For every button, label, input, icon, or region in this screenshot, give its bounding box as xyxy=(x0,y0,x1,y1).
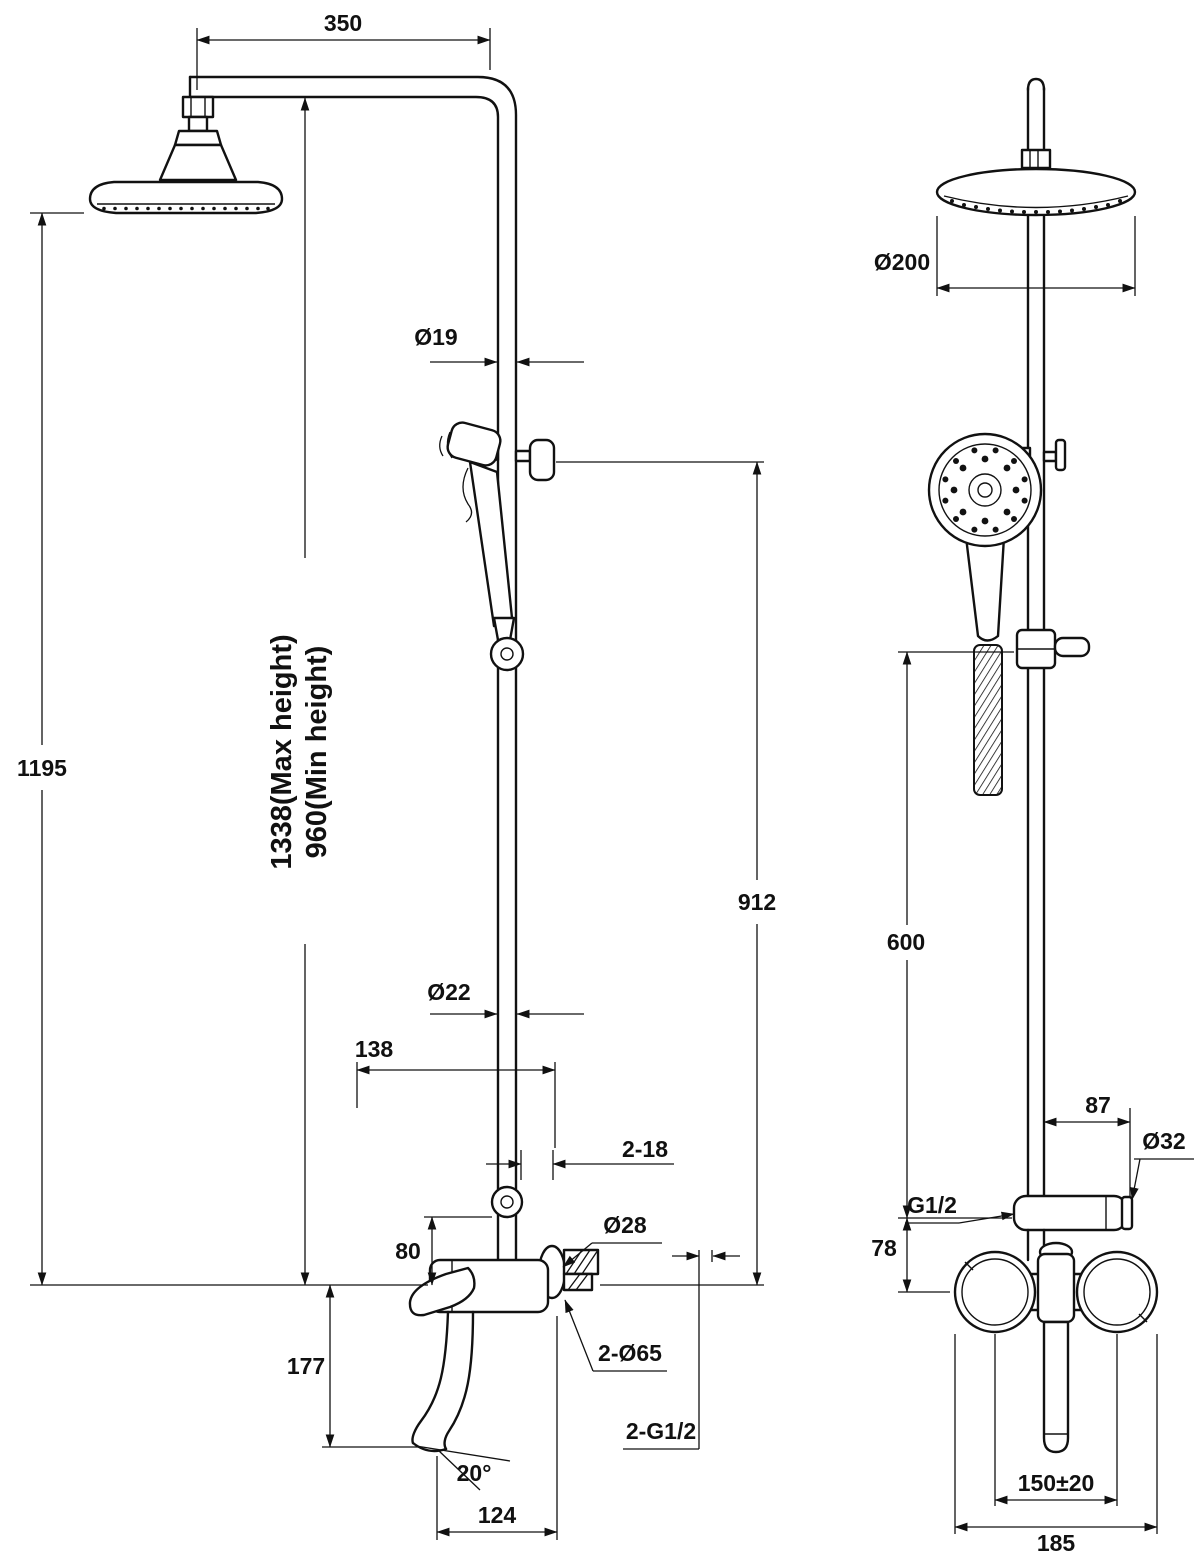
dim-177: 177 xyxy=(287,1284,418,1448)
dim-pipe-dia: Ø22 xyxy=(427,979,584,1019)
dim-max-min-height: 1338(Max height) 960(Min height) xyxy=(266,97,333,1286)
right-escutcheon xyxy=(1075,1250,1159,1334)
dim-min-height-label: 960(Min height) xyxy=(301,646,333,859)
dim-20deg-label: 20° xyxy=(457,1460,492,1486)
dim-138: 138 xyxy=(355,1036,556,1148)
spout-inner-edge xyxy=(443,1310,475,1451)
dim-350: 350 xyxy=(196,10,491,90)
hand-shower-handle xyxy=(964,535,1006,642)
diverter-elbow-side xyxy=(490,1185,524,1219)
left-escutcheon xyxy=(953,1250,1037,1334)
dim-max-height-label: 1338(Max height) xyxy=(266,634,298,869)
dim-g12-label: G1/2 xyxy=(907,1192,957,1218)
hand-shower-side xyxy=(439,421,556,672)
mixer-side xyxy=(408,1244,600,1453)
dim-d200-label: Ø200 xyxy=(874,249,930,275)
dim-912: 912 xyxy=(556,461,776,1286)
dim-d22-label: Ø22 xyxy=(427,979,470,1005)
dim-600: 600 xyxy=(887,651,1014,1219)
side-view: 350 Ø19 1195 1338(Max height) 960(Min he… xyxy=(17,10,776,1540)
spout-outer-edge xyxy=(411,1310,450,1445)
mixer-front xyxy=(953,1241,1159,1454)
head-connector-side xyxy=(158,95,238,182)
dim-600-label: 600 xyxy=(887,929,925,955)
dim-78: 78 xyxy=(871,1217,950,1293)
dim-78-label: 78 xyxy=(871,1235,897,1261)
dim-177-label: 177 xyxy=(287,1353,325,1379)
dim-head-dia: Ø200 xyxy=(874,216,1136,296)
dim-flange-dia: Ø28 xyxy=(562,1212,662,1268)
dim-185-label: 185 xyxy=(1037,1530,1076,1554)
dim-2-18-label: 2-18 xyxy=(622,1136,668,1162)
dim-d32-label: Ø32 xyxy=(1142,1128,1185,1154)
dim-d19-label: Ø19 xyxy=(414,324,457,350)
shower-hose-front xyxy=(973,644,1003,796)
dim-outlet-thread: G1/2 xyxy=(905,1192,1015,1224)
mixer-handle-side xyxy=(408,1266,476,1317)
dim-2-g12-label: 2-G1/2 xyxy=(626,1418,696,1444)
dim-912-label: 912 xyxy=(738,889,776,915)
hand-shower-front xyxy=(927,432,1043,642)
dim-350-label: 350 xyxy=(324,10,362,36)
dim-2-18: 2-18 xyxy=(486,1136,674,1180)
dim-spout-angle: 20° xyxy=(415,1445,511,1491)
dim-124: 124 xyxy=(436,1316,558,1540)
slider-bracket-front xyxy=(1015,628,1091,670)
dim-80-label: 80 xyxy=(395,1238,421,1264)
dim-1195: 1195 xyxy=(17,212,428,1286)
dim-body-width: 185 xyxy=(954,1334,1158,1554)
riser-pipe-side xyxy=(188,75,518,1264)
dim-2-d65-label: 2-Ø65 xyxy=(598,1340,662,1366)
dim-2-d65: 2-Ø65 xyxy=(564,1299,667,1372)
dim-87-label: 87 xyxy=(1085,1092,1111,1118)
rain-shower-head-side xyxy=(88,180,284,215)
dim-150-label: 150±20 xyxy=(1018,1470,1095,1496)
spout-front xyxy=(1042,1320,1070,1454)
dim-1195-label: 1195 xyxy=(17,755,67,781)
dim-80: 80 xyxy=(395,1216,492,1286)
dim-87: 87 xyxy=(1043,1092,1131,1196)
dim-d28-label: Ø28 xyxy=(603,1212,647,1238)
dim-pipe-top-dia: Ø19 xyxy=(414,324,584,367)
dim-2-g12: 2-G1/2 xyxy=(623,1250,740,1450)
dim-124-label: 124 xyxy=(478,1502,517,1528)
dim-138-label: 138 xyxy=(355,1036,394,1062)
dim-outlet-dia: Ø32 xyxy=(1130,1128,1194,1201)
front-view: Ø200 600 87 Ø32 G1/2 78 xyxy=(871,77,1194,1554)
rain-shower-head-front xyxy=(935,148,1137,217)
dim-inlet-centers: 150±20 xyxy=(994,1334,1118,1506)
